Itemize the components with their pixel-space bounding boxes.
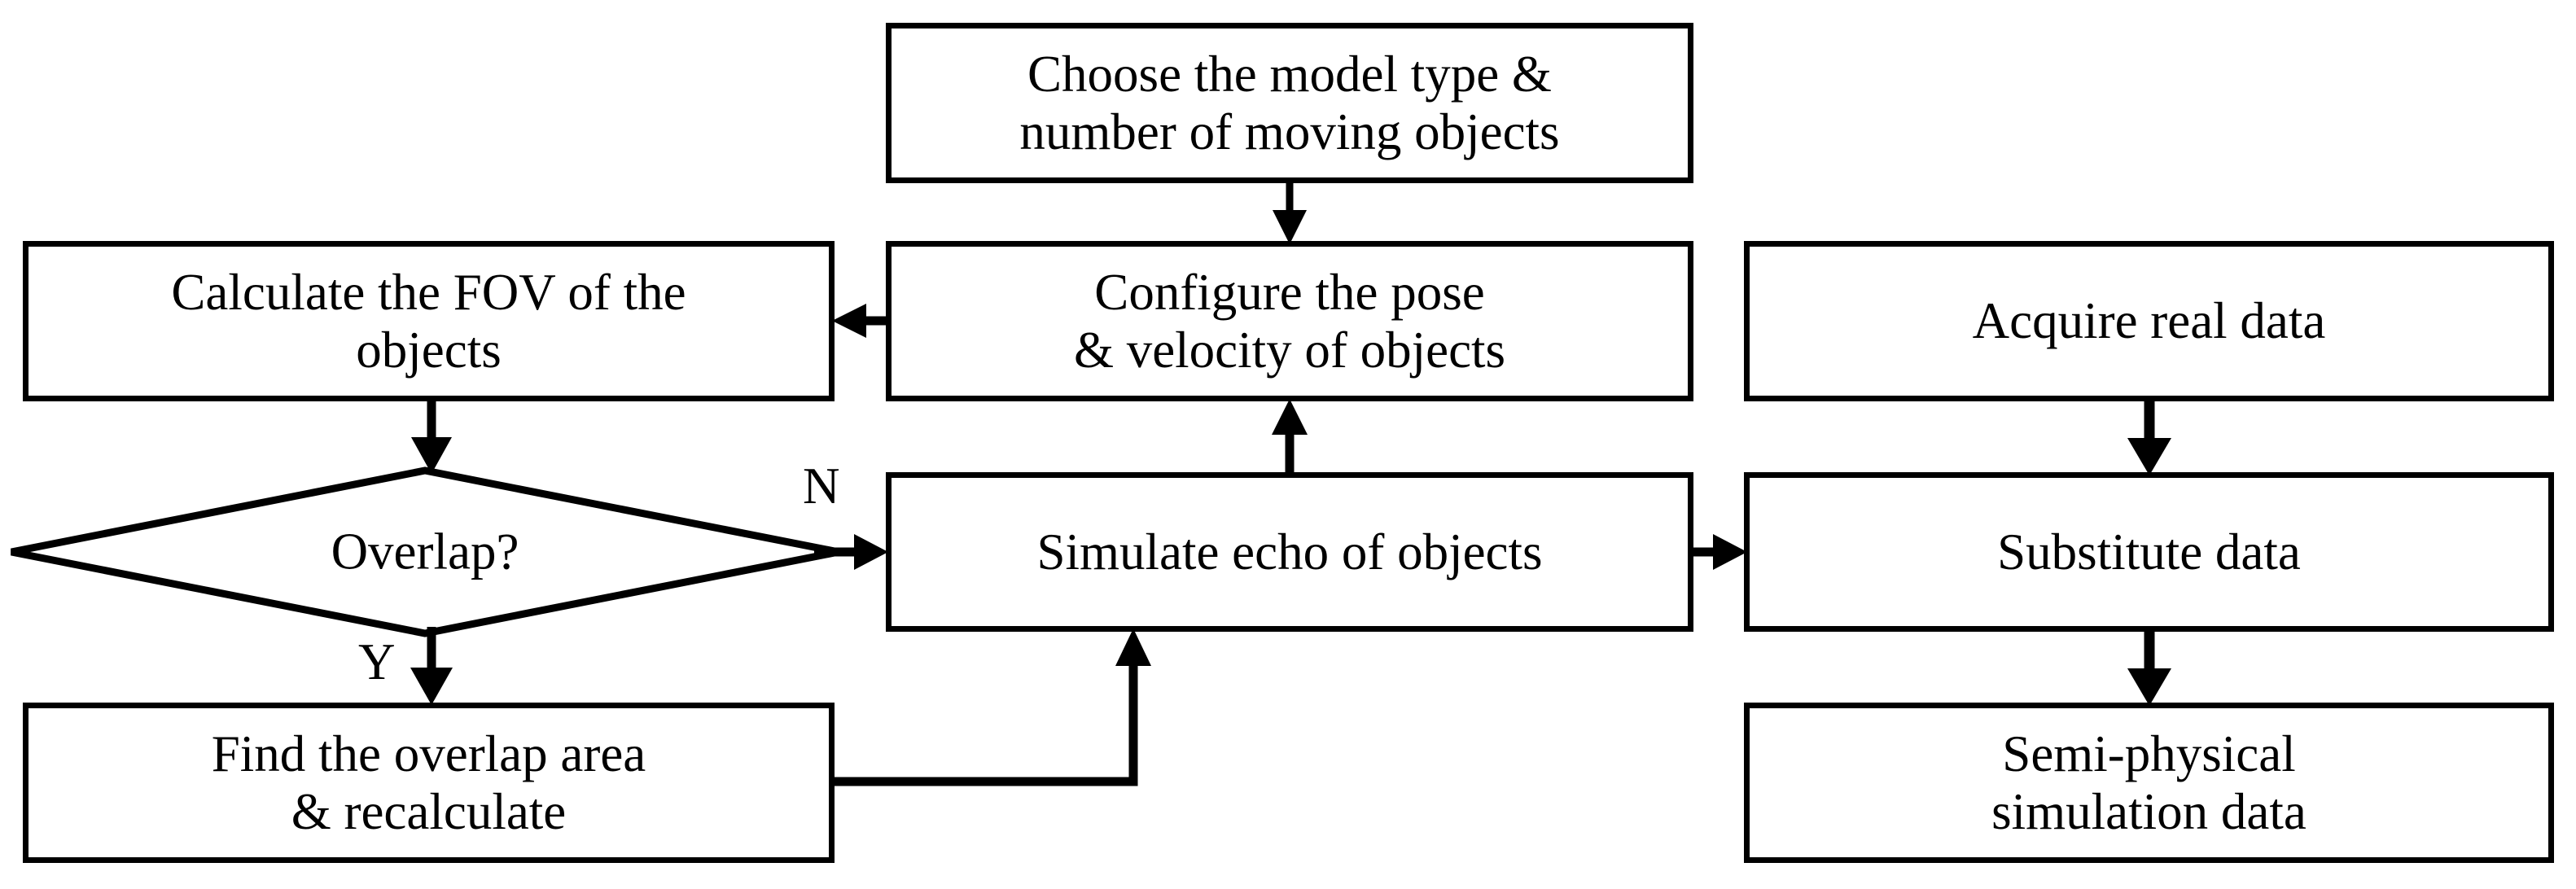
configure-pose-box[interactable]: Configure the pose & velocity of objects [886,241,1693,401]
find-overlap-area-box[interactable]: Find the overlap area & recalculate [23,703,835,863]
edge-configure-to-calculate-fov [832,304,887,338]
choose-model-type-box[interactable]: Choose the model type & number of moving… [886,23,1693,183]
edge-simulate-to-substitute [1692,534,1747,570]
edge-choose-to-configure [1273,183,1307,244]
edge-find-overlap-to-simulate [833,628,1151,786]
edge-simulate-to-configure [1272,399,1308,472]
semi-physical-simulation-data-box[interactable]: Semi-physical simulation data [1744,703,2554,863]
edge-calculate-fov-to-overlap [411,401,452,474]
edge-label-yes: Y [358,633,396,690]
edge-label-no: N [803,458,840,515]
edge-overlap-no-to-simulate [814,534,888,570]
overlap-decision-label: Overlap? [331,523,519,580]
edge-acquire-to-substitute [2127,401,2171,475]
simulate-echo-box[interactable]: Simulate echo of objects [886,472,1693,632]
substitute-data-box[interactable]: Substitute data [1744,472,2554,632]
edge-substitute-to-semi-physical [2127,632,2171,706]
edge-overlap-yes-to-find-overlap [410,627,453,705]
acquire-real-data-box[interactable]: Acquire real data [1744,241,2554,401]
calculate-fov-box[interactable]: Calculate the FOV of the objects [23,241,835,401]
